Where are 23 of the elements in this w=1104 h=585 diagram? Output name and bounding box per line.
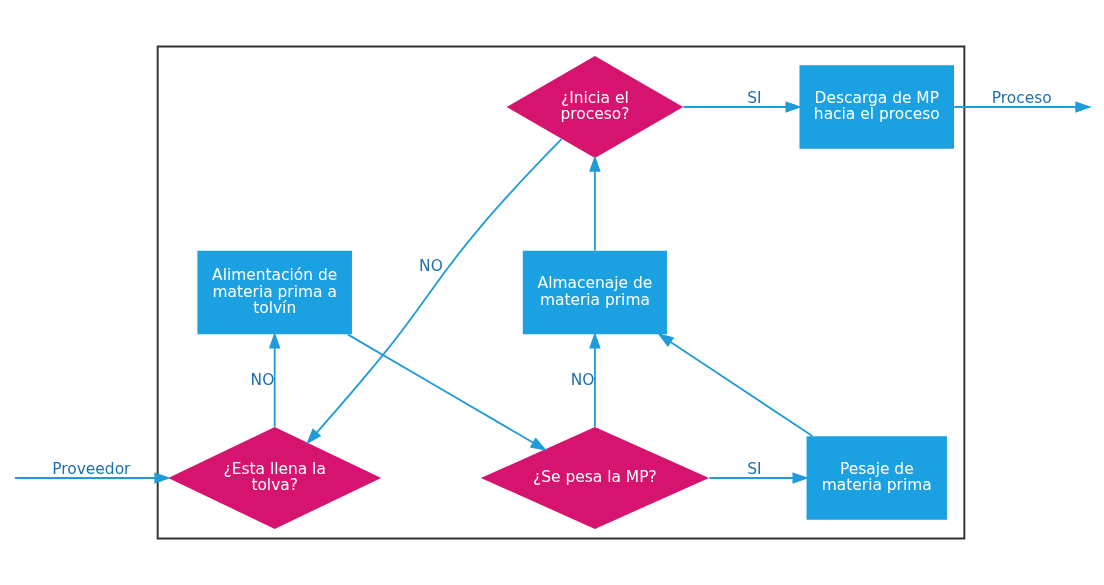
arrow: [657, 333, 814, 437]
arrow: [953, 101, 1092, 113]
node-diamond: ¿Se pesa la MP?: [480, 427, 709, 529]
node-box: Almacenaje de materia prima: [522, 250, 668, 335]
edge-label: Proceso: [991, 88, 1052, 107]
arrow: [682, 101, 802, 113]
node-box: Alimentación de materia prima a tolvín: [197, 250, 352, 335]
node-box: Descarga de MP hacia el proceso: [799, 65, 955, 149]
arrow: [347, 333, 547, 451]
node-diamond: ¿Inicia el proceso?: [506, 56, 684, 158]
arrow: [589, 332, 601, 428]
arrow: [708, 472, 809, 484]
arrow: [268, 332, 281, 428]
edge-label: Proveedor: [52, 459, 131, 478]
edge-label: NO: [419, 257, 443, 276]
node-box: Pesaje de materia prima: [806, 436, 947, 520]
edge-label: NO: [570, 370, 595, 389]
edge-label: NO: [250, 370, 275, 389]
edge-label: SI: [747, 459, 762, 478]
arrow: [14, 472, 171, 484]
arrow: [306, 138, 563, 445]
edge-label: SI: [747, 88, 762, 107]
arrow: [589, 155, 601, 252]
